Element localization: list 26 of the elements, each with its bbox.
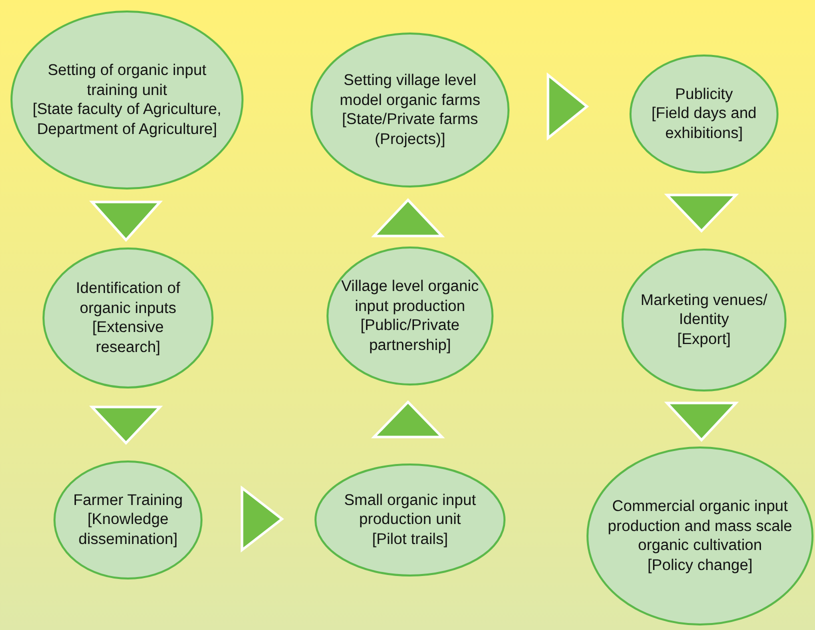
- step-detail: [State/Private farms (Projects)]: [340, 110, 480, 149]
- step-detail: [Policy change]: [646, 556, 754, 575]
- step-label: Publicity: [674, 84, 734, 104]
- step-detail: [Pilot trails]: [371, 530, 449, 550]
- step-label: Village level organic input production: [340, 277, 480, 316]
- arrow: [371, 400, 445, 438]
- step-label: Farmer Training: [72, 490, 184, 510]
- step-detail: [Public/Private partnership]: [359, 316, 461, 355]
- step-label: Marketing venues/ Identity: [640, 290, 768, 330]
- step-label: Identification of organic inputs: [74, 279, 182, 318]
- arrow: [240, 485, 284, 553]
- step-detail: [Export]: [676, 330, 732, 350]
- arrow: [664, 402, 739, 442]
- arrow: [89, 200, 163, 242]
- step-detail: [Knowledge dissemination]: [77, 510, 179, 550]
- arrow: [371, 198, 445, 238]
- step-label: Setting village level model organic farms: [338, 71, 482, 110]
- arrow: [546, 72, 589, 141]
- arrow: [664, 194, 739, 233]
- step-detail: [Extensive research]: [91, 318, 165, 357]
- arrow: [89, 406, 163, 445]
- step-label: Setting of organic input training unit: [46, 61, 208, 100]
- step-detail: [Field days and exhibitions]: [650, 104, 758, 144]
- step-detail: [State faculty of Agriculture, Department of Agriculture]: [32, 100, 222, 139]
- step-label: Small organic input production unit: [343, 490, 477, 530]
- step-label: Commercial organic input production and mass scale organic cultivation: [606, 497, 794, 556]
